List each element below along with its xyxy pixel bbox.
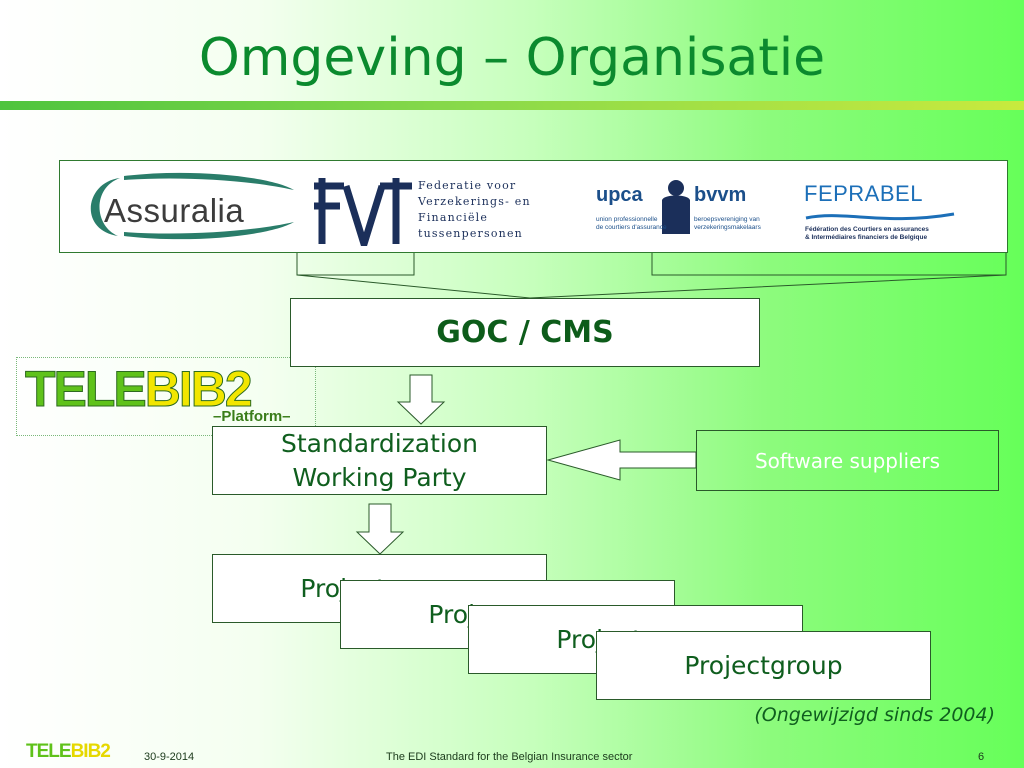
- slide-title: Omgeving – Organisatie: [198, 28, 826, 88]
- swp-line-1: Standardization: [280, 428, 478, 458]
- upca-wordmark: upca: [596, 184, 643, 206]
- feprabel-wordmark: FEPRABEL: [804, 181, 923, 206]
- assuralia-wordmark: Assuralia: [104, 192, 245, 229]
- software-suppliers-label: Software suppliers: [754, 448, 941, 473]
- standardization-working-party-box: Standardization Working Party: [212, 426, 547, 495]
- goc-cms-box: GOC / CMS: [290, 298, 760, 367]
- unchanged-note: (Ongewijzigd sinds 2004): [754, 704, 995, 726]
- fvt-logo: Federatie voor Verzekerings- en Financië…: [310, 172, 544, 246]
- bvvm-subtext: beroepsvereniging van verzekeringsmakela…: [694, 216, 761, 231]
- feprabel-wave-icon: [805, 212, 955, 221]
- footer-date: 30-9-2014: [144, 751, 195, 763]
- software-suppliers-box: Software suppliers: [696, 430, 999, 491]
- fvt-text: Federatie voor Verzekerings- en Financië…: [418, 179, 531, 240]
- upca-bvvm-logo: upca bvvm union professionnelle de court…: [572, 174, 770, 244]
- footer-telebib2-logo: TELEBIB2: [26, 741, 111, 762]
- feprabel-logo: FEPRABEL Fédération des Courtiers en ass…: [794, 174, 971, 245]
- feprabel-subtext: Fédération des Courtiers en assurances &…: [805, 226, 929, 241]
- arrow-left-icon: [546, 439, 697, 481]
- goc-cms-label: GOC / CMS: [436, 315, 614, 350]
- bvvm-wordmark: bvvm: [694, 184, 747, 206]
- telebib2-platform-label: –Platform–: [213, 408, 291, 425]
- swp-line-2: Working Party: [292, 462, 467, 492]
- funnel-connector: [296, 253, 415, 276]
- footer-title: The EDI Standard for the Belgian Insuran…: [386, 751, 633, 763]
- arrow-down-icon: [396, 374, 446, 425]
- title-underline-bar: [0, 101, 1024, 110]
- assuralia-logo: Assuralia: [80, 170, 300, 242]
- footer-page-number: 6: [978, 751, 985, 763]
- assuralia-swoosh-icon: [90, 172, 294, 240]
- upca-figure-icon: [662, 180, 690, 234]
- projectgroup-box-4: Projectgroup: [596, 631, 931, 700]
- fvt-mark-icon: [314, 178, 412, 246]
- arrow-down-icon: [355, 503, 405, 555]
- projectgroup-label: Projectgroup: [684, 651, 843, 680]
- telebib2-platform-logo: TELEBIB2 –Platform–: [16, 357, 316, 436]
- upca-subtext: union professionnelle de courtiers d'ass…: [596, 216, 667, 231]
- telebib2-wordmark: TELEBIB2: [25, 361, 254, 418]
